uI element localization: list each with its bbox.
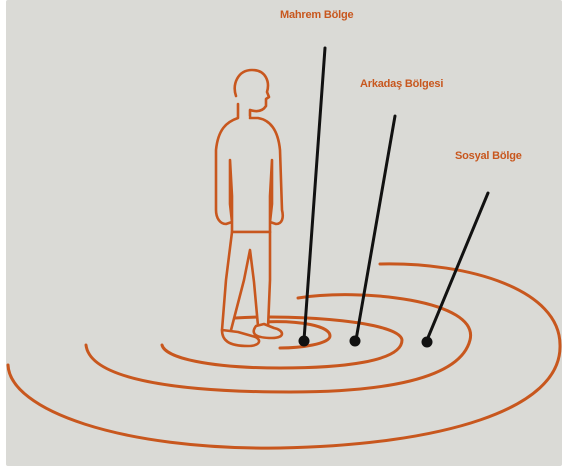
background-panel <box>6 0 562 466</box>
zone-label-friend: Arkadaş Bölgesi <box>360 78 443 90</box>
zone-label-intimate: Mahrem Bölge <box>280 9 353 21</box>
marker-social <box>422 337 433 348</box>
marker-friend <box>350 336 361 347</box>
zone-label-social: Sosyal Bölge <box>455 150 522 162</box>
marker-intimate <box>299 336 310 347</box>
